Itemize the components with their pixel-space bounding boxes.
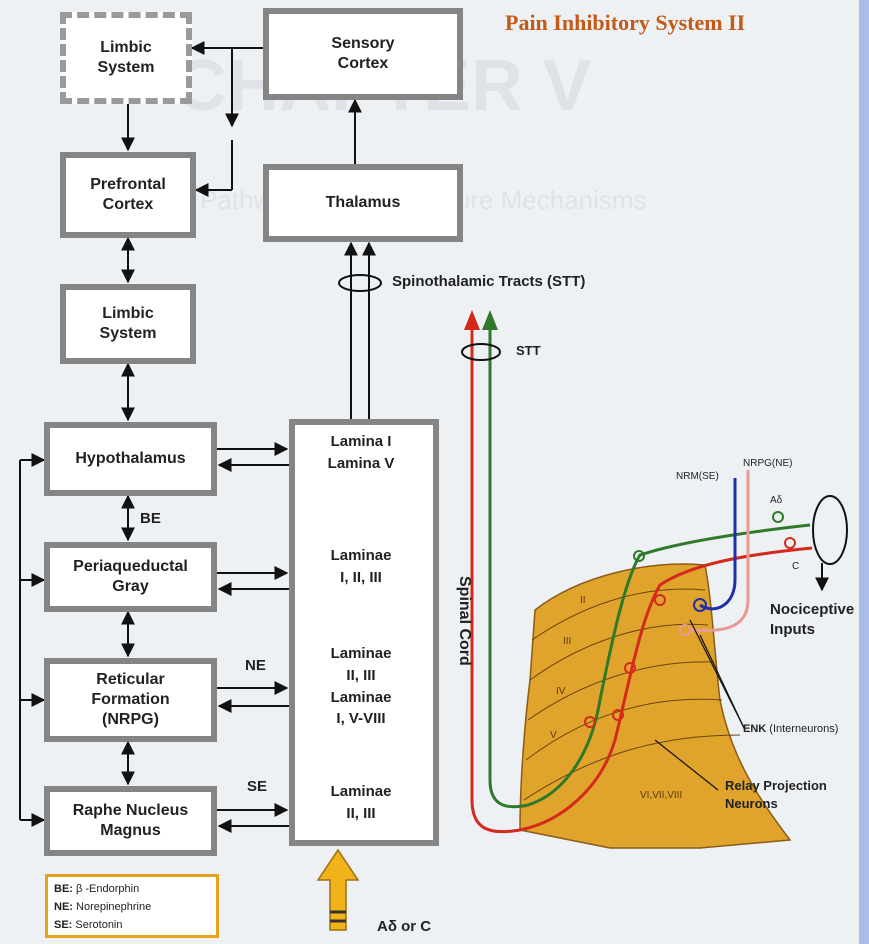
spinal-cord-section (461, 310, 848, 849)
nrpg-label: NRPG(NE) (743, 458, 793, 469)
ne-label: NE (245, 657, 266, 674)
periaqueductal-gray-box: Periaqueductal Gray (44, 542, 217, 612)
raphe-nucleus-box: Raphe Nucleus Magnus (44, 786, 217, 856)
diagram-title: Pain Inhibitory System II (505, 10, 746, 35)
spinal-cord-label: Spinal Cord (456, 576, 473, 666)
limbic-system-top-box: Limbic System (60, 12, 192, 104)
sensory-cortex-box: Sensory Cortex (263, 8, 463, 100)
be-label: BE (140, 510, 161, 527)
input-arrow (316, 848, 360, 931)
legend-abbr: SE: (54, 919, 73, 931)
reticular-formation-label: Reticular Formation (NRPG) (91, 671, 170, 728)
lamina-group-2: Laminae I, II, III (330, 547, 392, 586)
legend-abbr: NE: (54, 901, 73, 913)
limbic-system-top-label: Limbic System (97, 39, 155, 76)
c-label: C (792, 561, 800, 572)
periaqueductal-gray-label: Periaqueductal Gray (73, 558, 188, 595)
page-edge-strip (859, 0, 869, 944)
nrm-label: NRM(SE) (676, 471, 719, 482)
stt-label: STT (516, 343, 541, 358)
legend-abbr: BE: (54, 883, 73, 895)
stt-long-label: Spinothalamic Tracts (STT) (392, 273, 586, 290)
lamina-group-3: Laminae II, III Laminae I, V-VIII (330, 645, 392, 728)
enk-label: ENK (Interneurons) (743, 723, 838, 735)
prefrontal-cortex-box: Prefrontal Cortex (60, 152, 196, 238)
lamina-iii-mark: III (563, 636, 572, 647)
legend-text: β -Endorphin (76, 883, 140, 895)
raphe-nucleus-label: Raphe Nucleus Magnus (72, 802, 189, 839)
spinal-cord-box: Lamina I Lamina V Laminae I, II, III Lam… (289, 419, 439, 846)
reticular-formation-box: Reticular Formation (NRPG) (44, 658, 217, 742)
lamina-group-1: Lamina I Lamina V (327, 433, 395, 472)
enk-abbr: ENK (743, 723, 767, 735)
nociceptive-inputs-label: Nociceptive Inputs (770, 601, 855, 638)
lamina-ii-mark: II (580, 595, 586, 606)
abbreviation-legend: BE: β -Endorphin NE: Norepinephrine SE: … (45, 874, 219, 938)
thalamus-box: Thalamus (263, 164, 463, 242)
legend-text: Norepinephrine (76, 901, 152, 913)
relay-neurons-label: Relay Projection Neurons (725, 778, 827, 812)
thalamus-label: Thalamus (325, 194, 401, 211)
limbic-system-box: Limbic System (60, 284, 196, 364)
lamina-iv-mark: IV (556, 686, 566, 697)
lamina-vi-viii-mark: VI,VII,VIII (640, 790, 683, 801)
a-delta-label: Aδ (770, 495, 783, 506)
lamina-group-4: Laminae II, III (330, 783, 392, 822)
hypothalamus-box: Hypothalamus (44, 422, 217, 496)
hypothalamus-label: Hypothalamus (75, 450, 186, 467)
input-label: Aδ or C (377, 918, 432, 935)
se-label: SE (247, 778, 268, 795)
legend-row: BE: β -Endorphin (54, 880, 210, 898)
sensory-cortex-label: Sensory Cortex (331, 35, 395, 72)
legend-row: NE: Norepinephrine (54, 898, 210, 916)
prefrontal-cortex-label: Prefrontal Cortex (90, 176, 166, 213)
limbic-system-label: Limbic System (99, 305, 157, 342)
enk-desc: (Interneurons) (766, 723, 839, 735)
legend-text: Serotonin (75, 919, 123, 931)
legend-row: SE: Serotonin (54, 916, 210, 934)
lamina-v-mark: V (550, 730, 557, 741)
